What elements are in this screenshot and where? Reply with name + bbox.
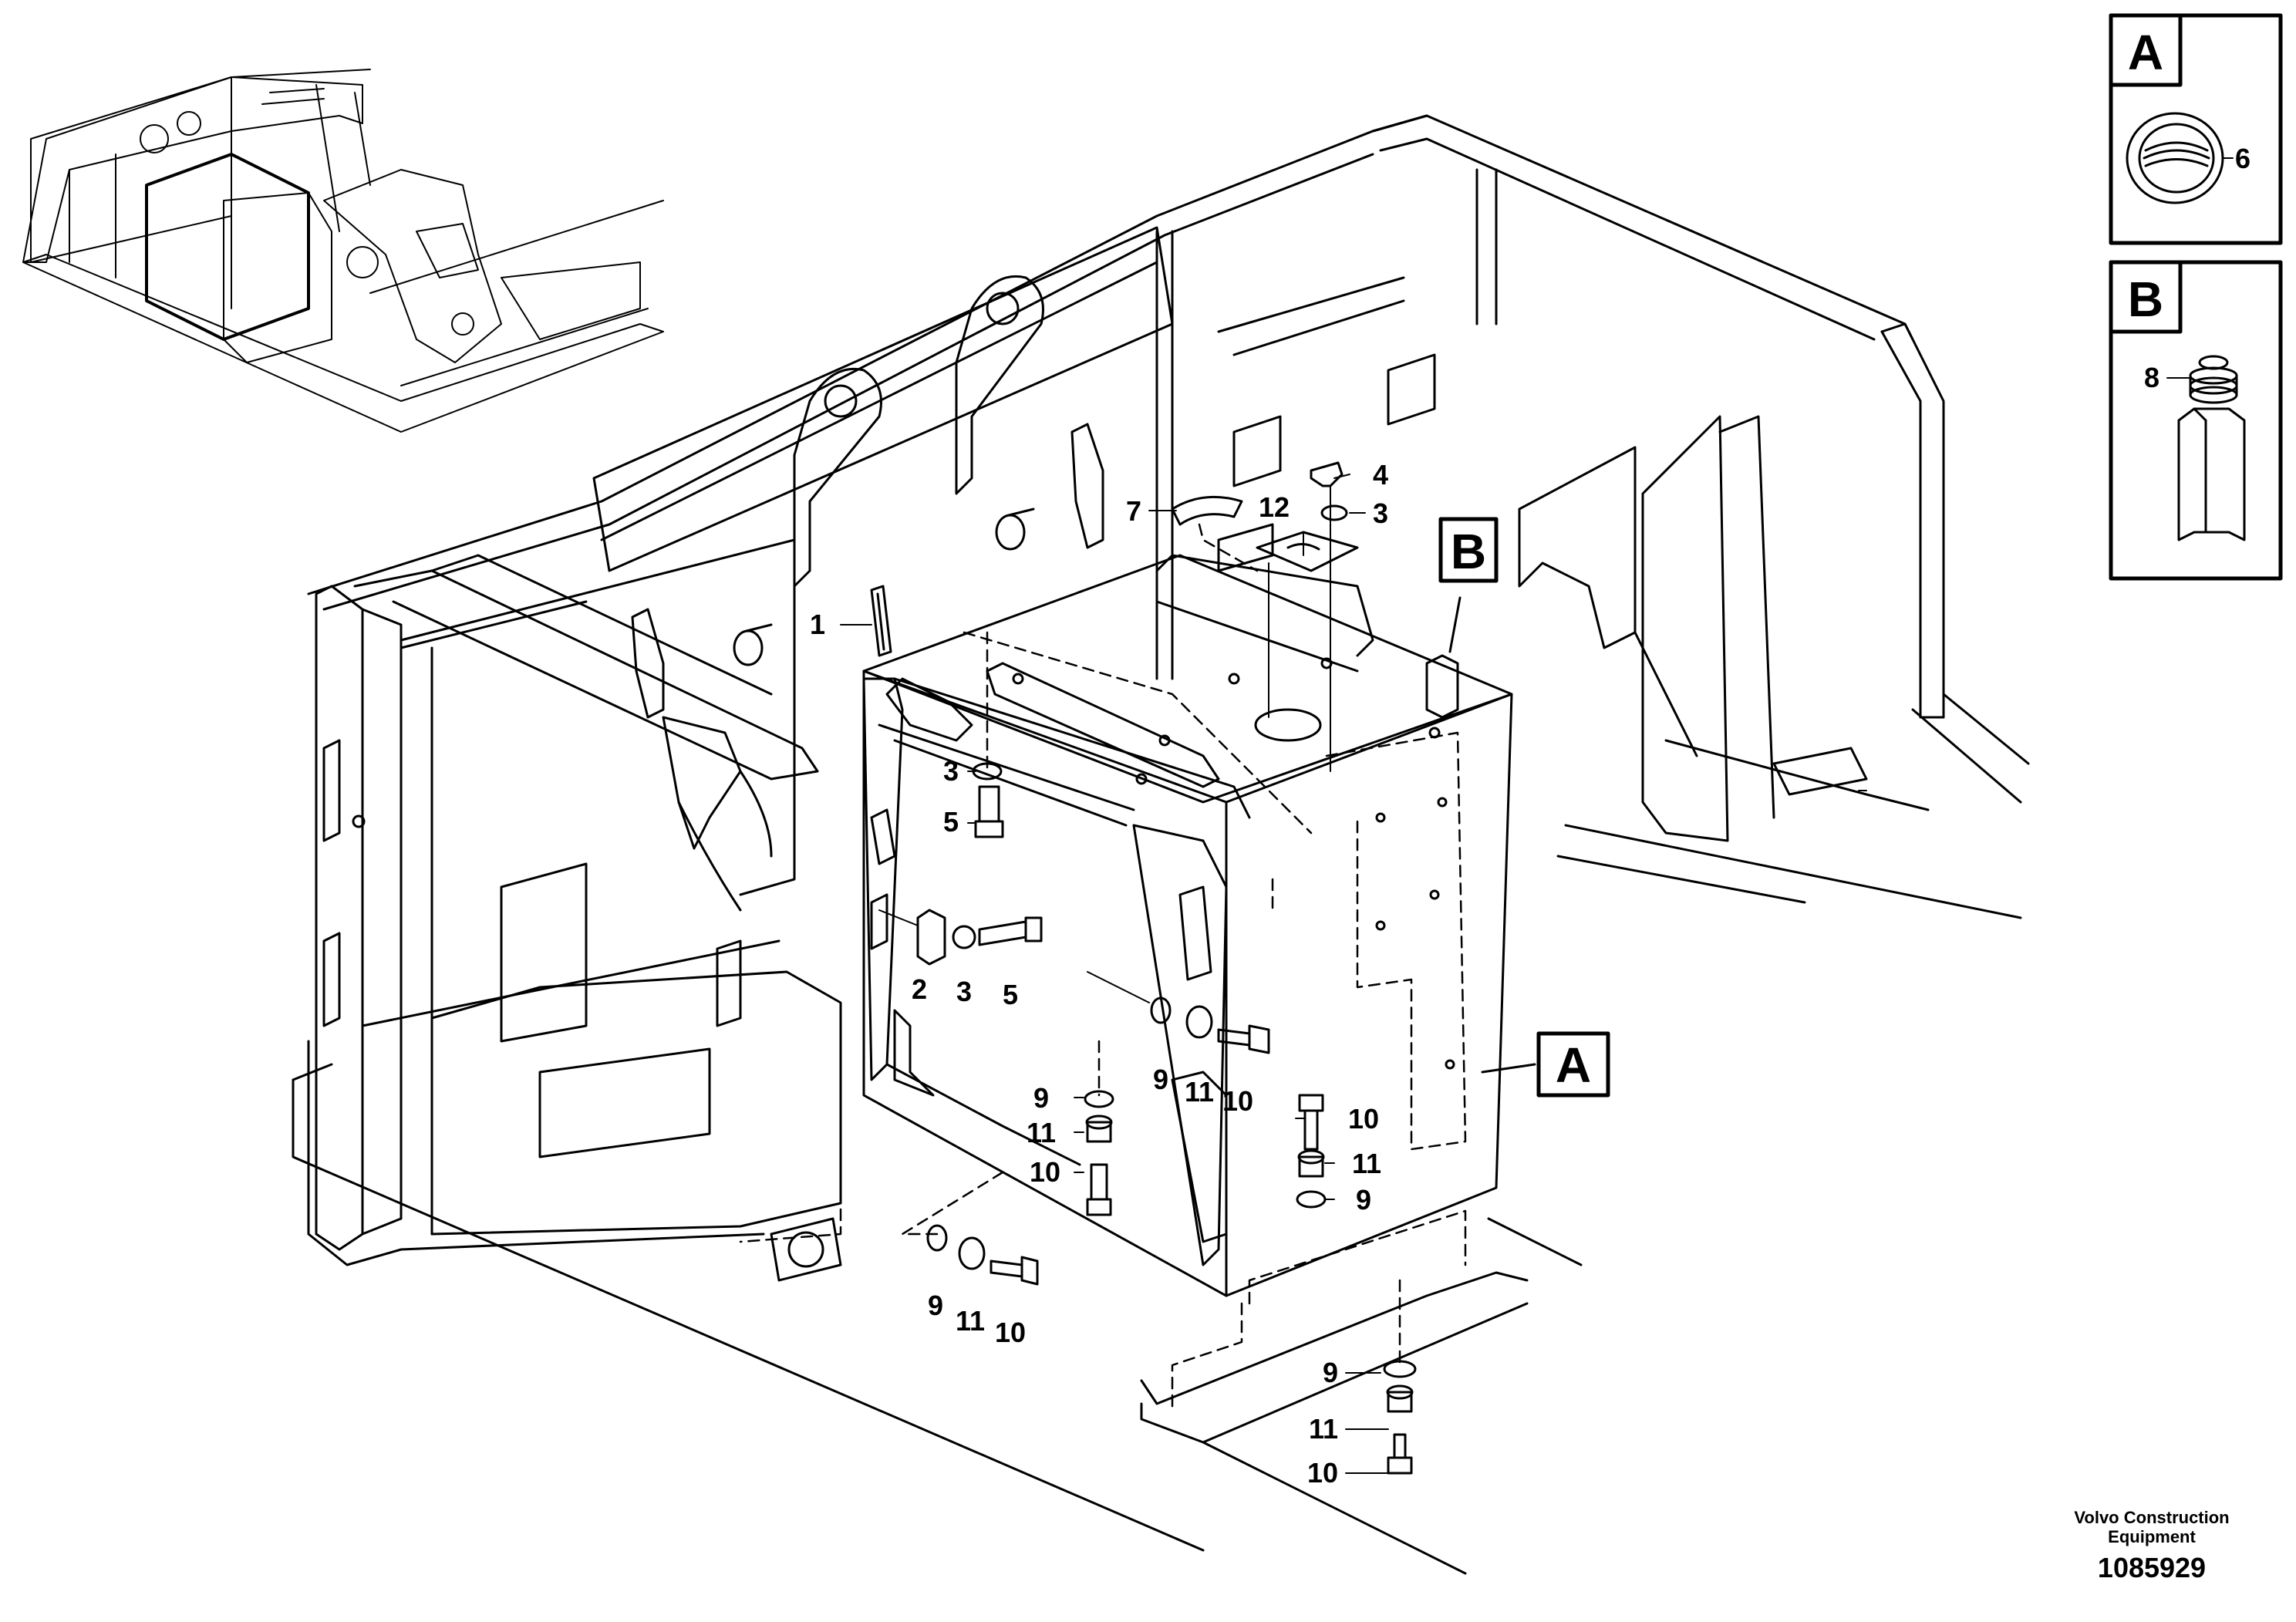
- callout-3-top: 3: [1373, 497, 1388, 529]
- callout-11-center: 11: [1027, 1117, 1056, 1148]
- view-reference-b: B: [1438, 517, 1499, 583]
- callout-11-bottom: 11: [1309, 1413, 1338, 1445]
- callout-4: 4: [1373, 459, 1388, 491]
- callout-10-lower-left: 10: [995, 1317, 1026, 1348]
- leader-lines: [840, 474, 1867, 1474]
- callout-8: 8: [2144, 362, 2159, 393]
- callout-9-lower-left: 9: [928, 1290, 943, 1321]
- callout-9-stack-right: 9: [1356, 1184, 1371, 1216]
- callout-7: 7: [1126, 495, 1141, 527]
- callout-9-bottom: 9: [1323, 1357, 1338, 1388]
- machine-overview-thumbnail: [22, 69, 664, 433]
- callout-9-right: 9: [1153, 1064, 1168, 1095]
- hardware-parts: [739, 461, 1467, 1475]
- callout-10-bottom: 10: [1307, 1457, 1338, 1489]
- callout-11-lower-left: 11: [956, 1305, 985, 1337]
- view-ref-b-letter: B: [1451, 524, 1486, 579]
- cab-frame-structure: [292, 114, 2030, 1575]
- callout-labels: 1 7 12 4 3 3 5 2 3 5 9 11 10 9 11 10 10 …: [810, 459, 1388, 1489]
- callout-10-right: 10: [1222, 1085, 1253, 1117]
- callout-5-upper-left: 5: [943, 806, 959, 838]
- detail-a-letter: A: [2128, 25, 2163, 80]
- callout-11-right: 11: [1185, 1076, 1214, 1108]
- callout-5-mid: 5: [1003, 979, 1018, 1010]
- part-1-strip: [870, 585, 892, 657]
- company-name-line1: Volvo Construction: [2074, 1508, 2229, 1527]
- drawing-number: 1085929: [2098, 1552, 2206, 1583]
- callout-9-center: 9: [1033, 1082, 1049, 1114]
- part-3-washer-top: [1320, 504, 1348, 521]
- drawing-footer: Volvo Construction Equipment 1085929: [2074, 1508, 2229, 1583]
- view-ref-a-letter: A: [1556, 1037, 1591, 1093]
- detail-b-letter: B: [2128, 271, 2163, 327]
- grommet-part-6: [2126, 112, 2234, 204]
- callout-3-mid: 3: [956, 976, 972, 1007]
- detail-view-a: A 6: [2109, 13, 2283, 245]
- callout-12: 12: [1259, 491, 1290, 523]
- view-reference-a: A: [1536, 1031, 1610, 1098]
- company-name-line2: Equipment: [2108, 1527, 2196, 1546]
- part-12-plate: [1256, 531, 1359, 572]
- part-7-clip: [1171, 495, 1243, 526]
- callout-10-stack-right: 10: [1348, 1103, 1379, 1135]
- detail-view-b: B 8: [2109, 260, 2283, 581]
- rubber-bumper-part-8: [2166, 355, 2246, 541]
- callout-3-upper-left: 3: [943, 755, 959, 787]
- callout-6: 6: [2235, 143, 2250, 174]
- part-4-wing-nut: [1310, 461, 1344, 487]
- callout-10-center: 10: [1030, 1156, 1060, 1188]
- callout-2: 2: [912, 973, 927, 1005]
- electrical-box-housing: [862, 554, 1513, 1297]
- callout-11-stack-right: 11: [1352, 1148, 1381, 1179]
- callout-1: 1: [810, 609, 825, 640]
